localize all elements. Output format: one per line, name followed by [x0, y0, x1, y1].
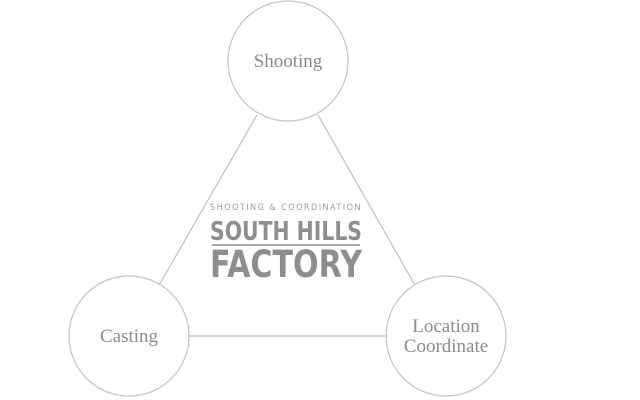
logo-name-line2: FACTORY: [210, 243, 363, 286]
node-shooting[interactable]: Shooting: [227, 0, 349, 122]
node-coordinate-label-line2: Coordinate: [404, 336, 488, 357]
edge-shooting-casting: [157, 114, 258, 288]
node-location-label-line1: Location: [412, 316, 480, 337]
company-logo: SHOOTING & COORDINATION SOUTH HILLS FACT…: [210, 203, 363, 286]
node-casting-label: Casting: [100, 326, 159, 347]
edge-shooting-location: [317, 114, 417, 288]
node-casting-circle: [68, 275, 190, 397]
logo-name-line1: SOUTH HILLS: [210, 217, 362, 247]
node-casting[interactable]: Casting: [68, 275, 190, 397]
node-shooting-circle: [227, 0, 349, 122]
node-location-coordinate[interactable]: Location Coordinate: [385, 275, 507, 397]
node-location-coordinate-circle: [385, 275, 507, 397]
logo-tagline: SHOOTING & COORDINATION: [210, 203, 362, 213]
node-shooting-label: Shooting: [254, 51, 323, 72]
